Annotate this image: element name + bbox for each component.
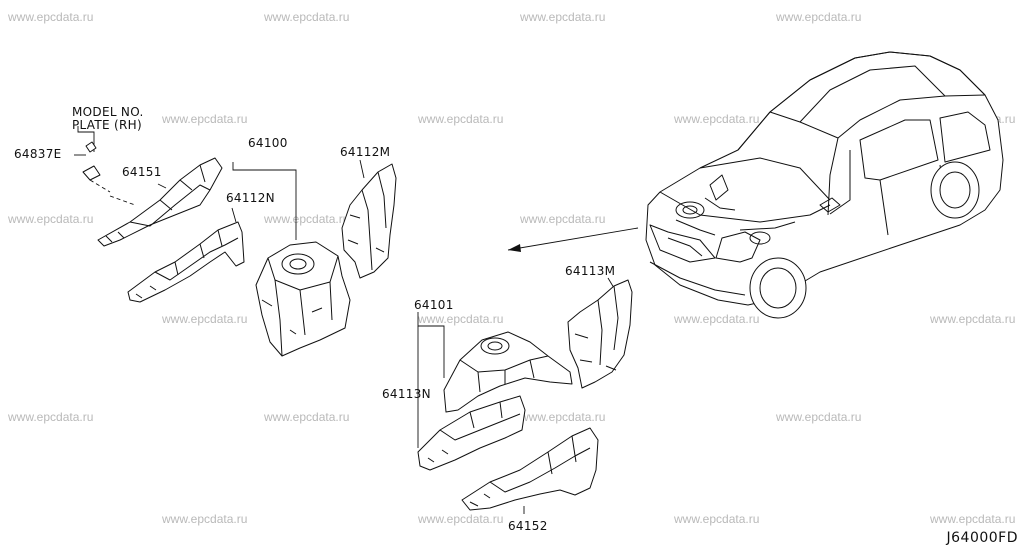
watermark: www.epcdata.ru [418, 112, 504, 126]
part-64113n [417, 395, 526, 471]
label-64837e: 64837E [14, 147, 62, 161]
watermark: www.epcdata.ru [418, 512, 504, 526]
watermark: www.epcdata.ru [930, 512, 1016, 526]
watermark: www.epcdata.ru [264, 212, 350, 226]
watermark: www.epcdata.ru [264, 10, 350, 24]
watermark: www.epcdata.ru [162, 512, 248, 526]
label-model-plate-line1: MODEL NO. [72, 105, 144, 119]
label-64152: 64152 [508, 519, 548, 533]
watermark: www.epcdata.ru [162, 112, 248, 126]
watermark: www.epcdata.ru [520, 10, 606, 24]
label-64151: 64151 [122, 165, 162, 179]
part-64100 [232, 162, 351, 357]
arrow-head [508, 244, 521, 252]
watermark: www.epcdata.ru [8, 410, 94, 424]
vehicle-illustration [645, 51, 1004, 319]
watermark: www.epcdata.ru [8, 10, 94, 24]
watermark: www.epcdata.ru [674, 312, 760, 326]
part-64113m [567, 277, 633, 389]
watermark: www.epcdata.ru [8, 212, 94, 226]
watermark: www.epcdata.ru [418, 312, 504, 326]
watermark: www.epcdata.ru [520, 212, 606, 226]
watermark: www.epcdata.ru [162, 312, 248, 326]
part-64101 [417, 312, 573, 448]
watermark: www.epcdata.ru [264, 410, 350, 424]
model-plate-part [74, 126, 136, 206]
label-model-plate-line2: PLATE (RH) [72, 118, 142, 132]
diagram-code: J64000FD [946, 530, 1018, 546]
label-64112n: 64112N [226, 191, 275, 205]
part-64151 [97, 157, 223, 247]
part-64112n [127, 207, 245, 303]
watermark: www.epcdata.ru [520, 410, 606, 424]
callout-arrow [507, 227, 639, 251]
label-64113m: 64113M [565, 264, 616, 278]
watermark: www.epcdata.ru [674, 512, 760, 526]
watermark: www.epcdata.ru [776, 410, 862, 424]
label-64101: 64101 [414, 298, 454, 312]
part-64152 [461, 427, 599, 514]
watermark: www.epcdata.ru [776, 10, 862, 24]
label-64112m: 64112M [340, 145, 391, 159]
watermark: www.epcdata.ru [930, 312, 1016, 326]
label-64113n: 64113N [382, 387, 431, 401]
part-64112m [341, 159, 397, 279]
label-64100: 64100 [248, 136, 288, 150]
watermark: www.epcdata.ru [674, 112, 760, 126]
